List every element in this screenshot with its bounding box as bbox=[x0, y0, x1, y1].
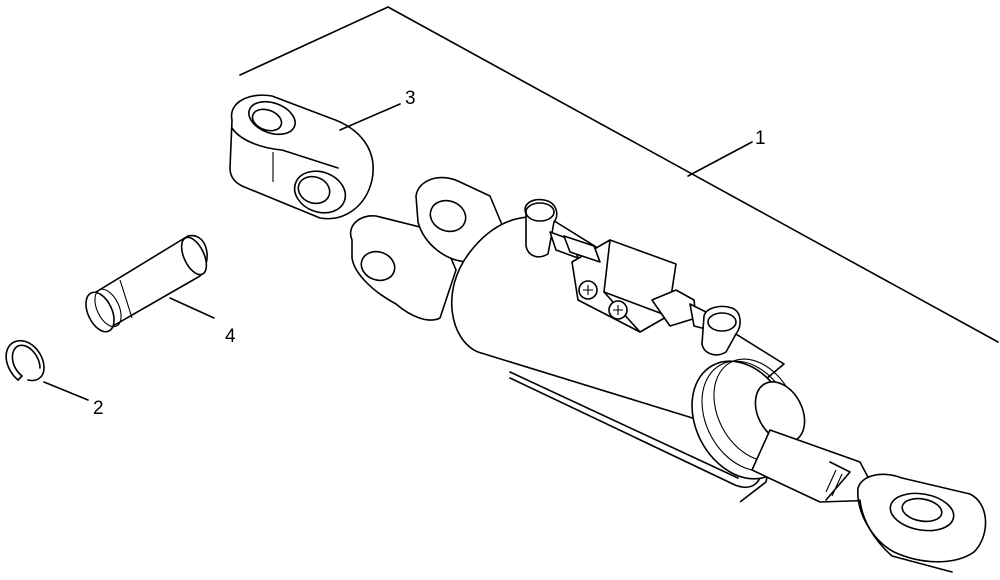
assembly-bracket bbox=[239, 6, 999, 343]
callout-3: 3 bbox=[405, 88, 416, 109]
hydraulic-cylinder-part bbox=[349, 176, 987, 573]
leader-lines bbox=[43, 103, 753, 401]
retaining-ring-part bbox=[5, 339, 45, 382]
callout-1: 1 bbox=[755, 128, 766, 149]
callout-4: 4 bbox=[225, 326, 236, 347]
leader-line-2 bbox=[43, 381, 89, 401]
pin-part bbox=[85, 234, 208, 333]
leader-line-3 bbox=[339, 103, 401, 131]
callout-2: 2 bbox=[93, 398, 104, 419]
leader-line-1 bbox=[687, 141, 753, 177]
leader-line-4 bbox=[169, 297, 215, 319]
clevis-yoke-part bbox=[229, 94, 374, 220]
